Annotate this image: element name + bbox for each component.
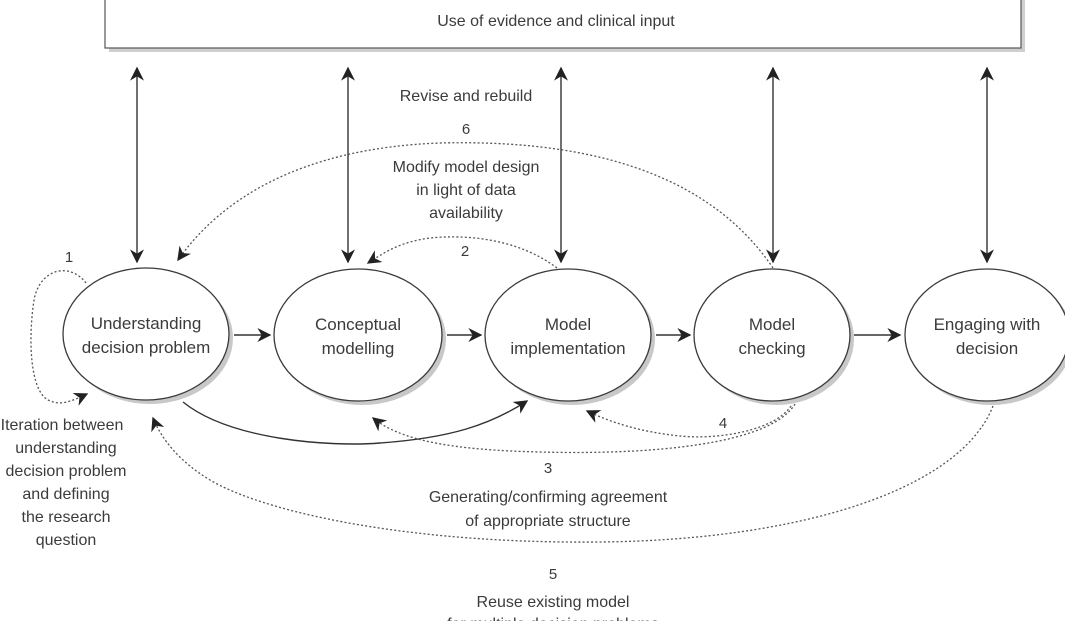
loop-3-desc-line-1: Generating/confirming agreement <box>429 489 668 506</box>
node-label-line: implementation <box>510 339 625 358</box>
node-understanding: Understanding decision problem <box>62 267 233 404</box>
loop-5-desc-line-2: for multiple decision problems <box>447 616 659 621</box>
node-engaging: Engaging with decision <box>904 268 1065 405</box>
node-ellipse <box>484 268 652 402</box>
loop-6-desc-line-2: in light of data <box>416 182 516 199</box>
loop-6-number: 6 <box>462 121 470 138</box>
node-implementation: Model implementation <box>484 268 655 405</box>
node-ellipse <box>62 267 230 401</box>
loop-2-number: 2 <box>461 243 469 260</box>
loop-3-number: 3 <box>544 460 552 477</box>
loop-4-number: 4 <box>719 415 727 432</box>
loop-1-desc-line-6: question <box>36 532 97 549</box>
node-label-line: Model <box>749 315 795 334</box>
loop-5-number: 5 <box>549 566 557 583</box>
node-label-line: Understanding <box>91 314 202 333</box>
loop-1-desc-line-4: and defining <box>22 486 109 503</box>
evidence-box: Use of evidence and clinical input <box>104 0 1025 52</box>
node-label-line: modelling <box>322 339 395 358</box>
loop-6-desc-line-1: Modify model design <box>393 159 540 176</box>
loop-6-desc-line-3: availability <box>429 205 503 222</box>
node-label-line: Engaging with <box>934 315 1041 334</box>
node-label-line: checking <box>738 339 805 358</box>
evidence-box-frame <box>104 0 1022 49</box>
evidence-box-label: Use of evidence and clinical input <box>437 13 675 30</box>
loop-6-arrow <box>177 142 774 269</box>
node-label-line: Model <box>545 315 591 334</box>
loop-1-arrow <box>30 270 89 406</box>
loop-1-description: Iteration between understanding decision… <box>1 417 127 549</box>
loop-5-arrow <box>151 405 994 543</box>
node-checking: Model checking <box>693 268 854 405</box>
revise-label: Revise and rebuild <box>400 88 533 105</box>
loop-5-desc-line-1: Reuse existing model <box>477 594 630 611</box>
node-ellipse <box>904 268 1065 402</box>
node-label-line: decision problem <box>82 338 211 357</box>
node-label-line: Conceptual <box>315 315 401 334</box>
loop-4-arrow <box>585 405 792 438</box>
process-nodes: Understanding decision problem Conceptual m… <box>62 267 1065 405</box>
node-conceptual: Conceptual modelling <box>273 268 446 405</box>
loop-3-arrow <box>371 403 796 454</box>
loop-1-desc-line-1: Iteration between <box>1 417 124 434</box>
loop-1-number: 1 <box>65 249 73 266</box>
node-ellipse <box>273 268 443 402</box>
direct-link-arrow <box>182 400 529 445</box>
node-label-line: decision <box>956 339 1018 358</box>
evidence-links <box>130 66 994 264</box>
loop-3-desc-line-2: of appropriate structure <box>465 513 631 530</box>
loop-1-desc-line-3: decision problem <box>6 463 127 480</box>
node-ellipse <box>693 268 851 402</box>
loop-1-desc-line-2: understanding <box>15 440 116 457</box>
loop-1-desc-line-5: the research <box>22 509 111 526</box>
